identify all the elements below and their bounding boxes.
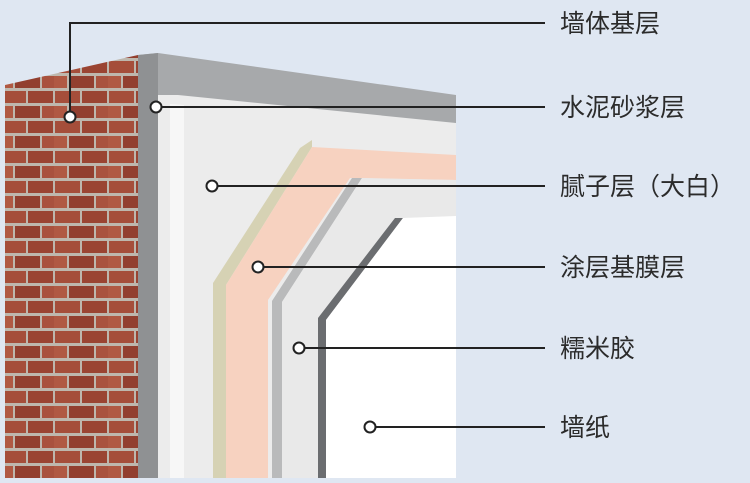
marker-primer <box>251 260 265 274</box>
label-primer: 涂层基膜层 <box>560 253 686 282</box>
marker-wall-base <box>63 110 77 124</box>
beige-strip <box>213 140 312 478</box>
label-wall-base: 墙体基层 <box>560 9 661 38</box>
putty-edge <box>170 104 184 478</box>
label-cement-mortar: 水泥砂浆层 <box>560 93 686 122</box>
leader-wall-base <box>69 22 545 117</box>
brick-side-face <box>5 55 138 478</box>
label-glue: 糯米胶 <box>560 334 636 363</box>
label-wallpaper: 墙纸 <box>560 413 611 442</box>
marker-glue <box>292 341 306 355</box>
dark-stripe <box>318 218 403 478</box>
primer-layer <box>226 147 456 478</box>
marker-cement-mortar <box>149 100 163 114</box>
marker-putty <box>205 179 219 193</box>
brick-shade <box>5 55 138 478</box>
label-putty: 腻子层（大白） <box>560 172 736 201</box>
cement-mortar-edge <box>138 53 158 478</box>
marker-wallpaper <box>363 420 377 434</box>
glue-stripe <box>272 178 362 478</box>
